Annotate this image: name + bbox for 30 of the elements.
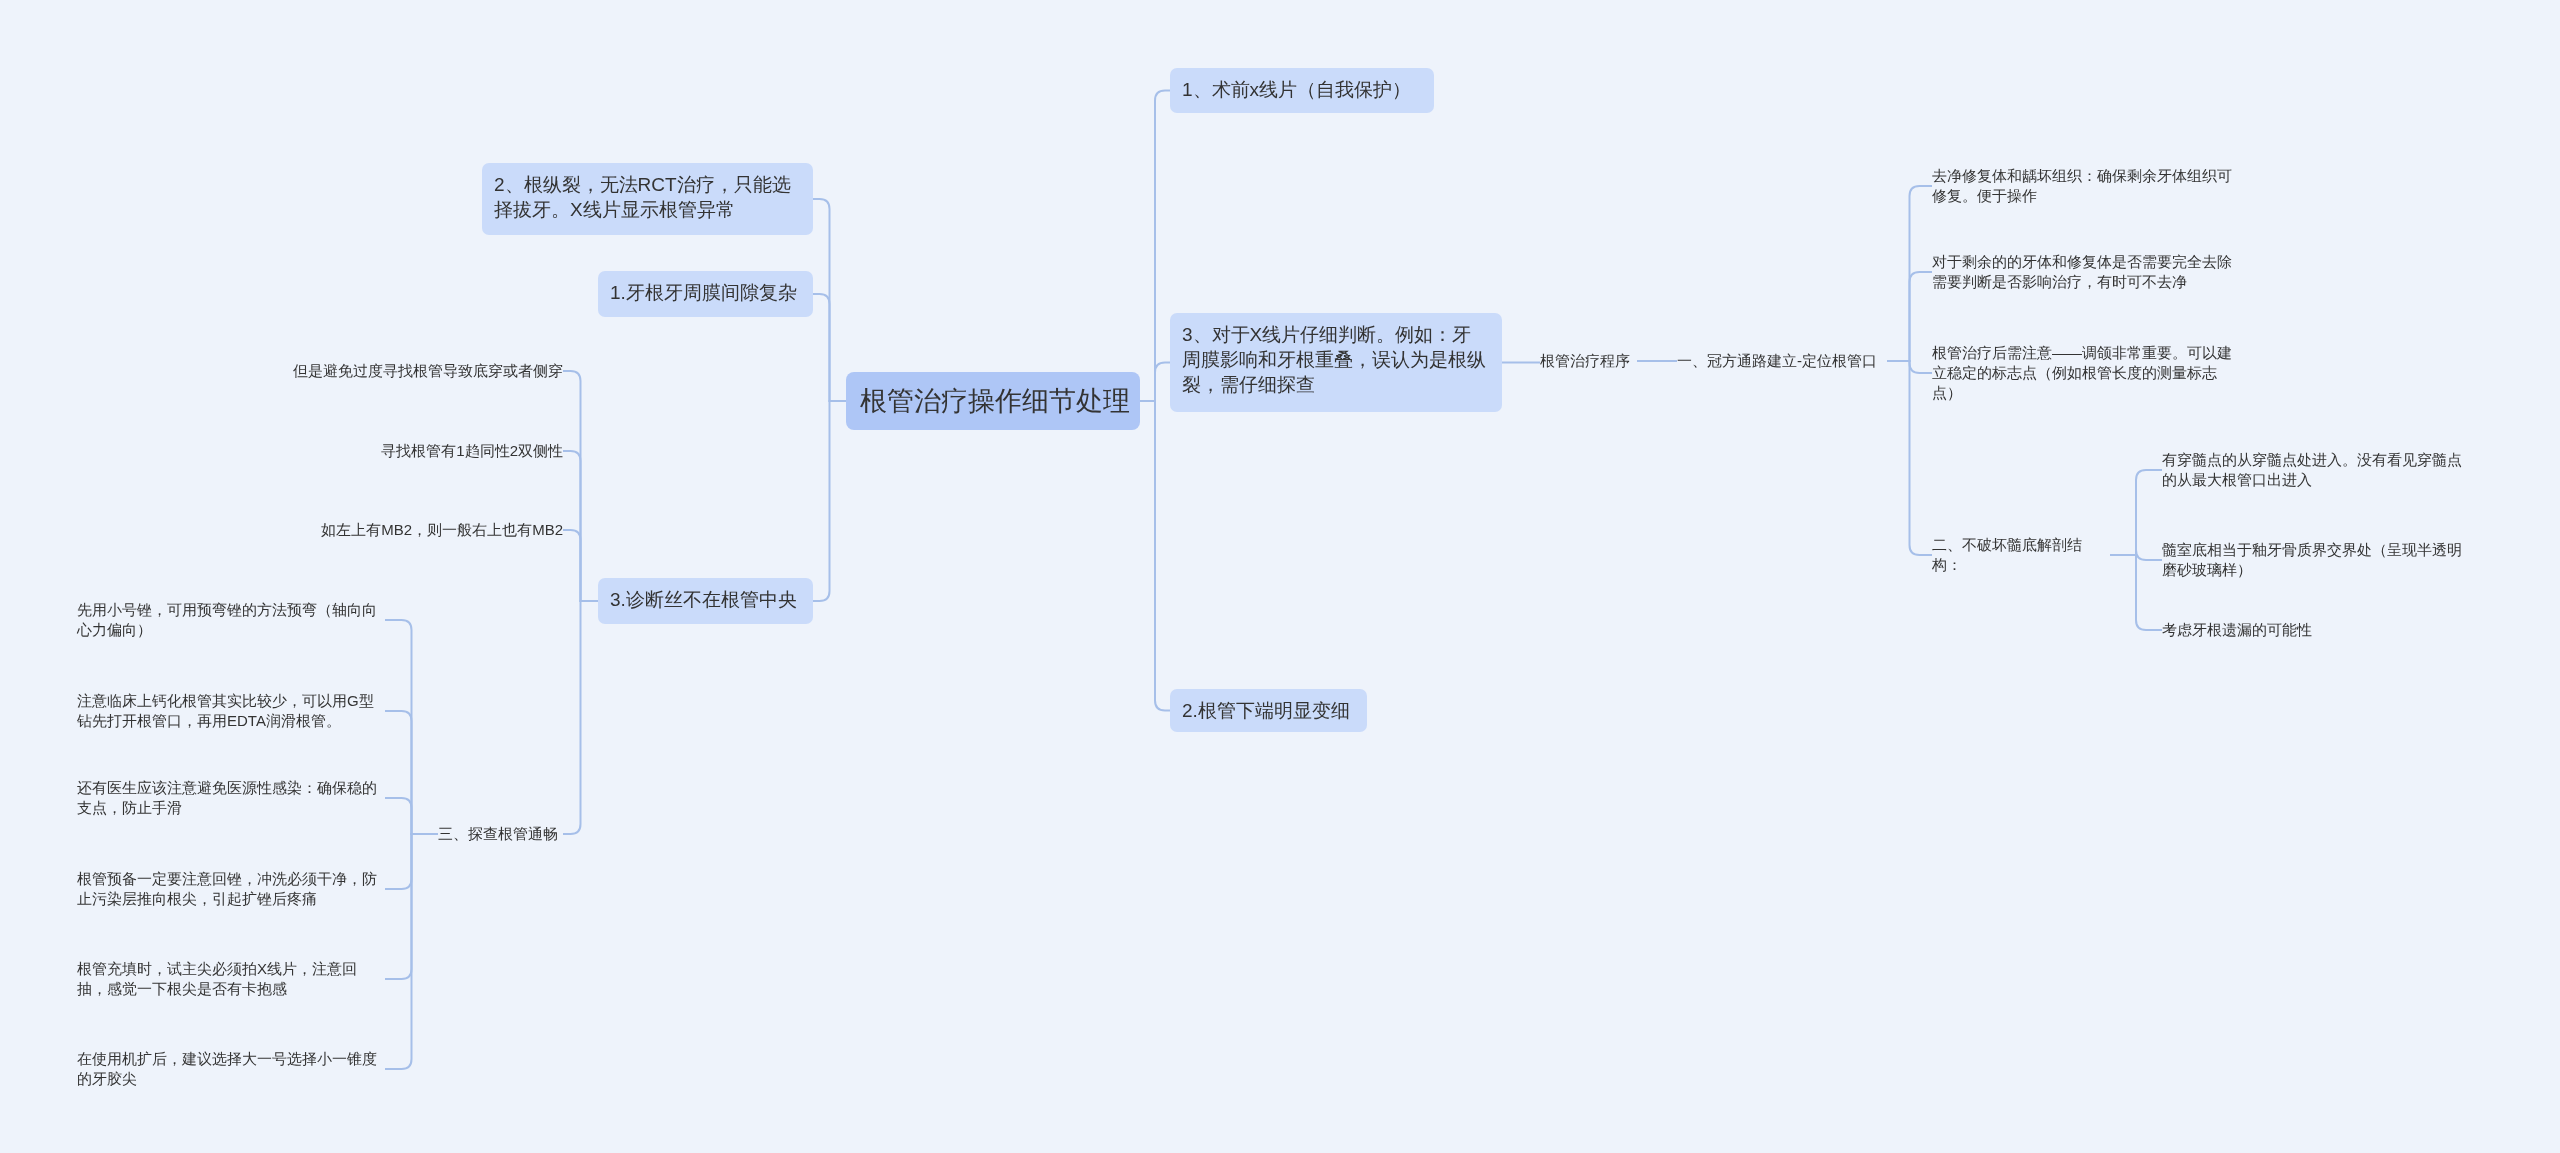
branch-label: 如左上有MB2，则一般右上也有MB2 [283,520,563,540]
topic-box: 2、根纵裂，无法RCT治疗，只能选择拔牙。X线片显示根管异常 [482,163,813,235]
branch-label: 寻找根管有1趋同性2双侧性 [313,441,563,461]
branch-label: 三、探查根管通畅 [438,824,563,844]
branch-label: 根管充填时，试主尖必须拍X线片，注意回抽，感觉一下根尖是否有卡抱感 [77,959,385,999]
branch-label: 一、冠方通路建立-定位根管口 [1677,351,1887,371]
branch-label: 去净修复体和龋坏组织：确保剩余牙体组织可修复。便于操作 [1932,166,2240,206]
connector-line [1139,400,1171,712]
branch-label: 根管治疗程序 [1540,351,1637,371]
branch-label: 还有医生应该注意避免医源性感染：确保稳的支点，防止手滑 [77,778,385,818]
topic-box: 1.牙根牙周膜间隙复杂 [598,271,813,317]
connector-line [1636,360,1678,362]
branch-label: 二、不破坏髓底解剖结构： [1932,535,2110,575]
branch-label: 有穿髓点的从穿髓点处进入。没有看见穿髓点的从最大根管口出进入 [2162,450,2474,490]
branch-label: 根管预备一定要注意回锉，冲洗必须干净，防止污染层推向根尖，引起扩锉后疼痛 [77,869,385,909]
connector-line [812,400,847,602]
branch-label: 注意临床上钙化根管其实比较少，可以用G型钻先打开根管口，再用EDTA润滑根管。 [77,691,385,731]
central-topic-box: 根管治疗操作细节处理 [846,372,1140,430]
branch-label: 髓室底相当于釉牙骨质界交界处（呈现半透明磨砂玻璃样） [2162,540,2474,580]
connector-line [1501,361,1541,364]
branch-label: 对于剩余的的牙体和修复体是否需要完全去除需要判断是否影响治疗，有时可不去净 [1932,252,2240,292]
topic-box: 2.根管下端明显变细 [1170,689,1367,732]
branch-label: 但是避免过度寻找根管导致底穿或者侧穿 [250,361,563,381]
topic-box: 1、术前x线片（自我保护） [1170,68,1434,113]
branch-label: 考虑牙根遗漏的可能性 [2162,620,2362,640]
branch-label: 在使用机扩后，建议选择大一号选择小一锥度的牙胶尖 [77,1049,385,1089]
branch-label: 先用小号锉，可用预弯锉的方法预弯（轴向向心力偏向） [77,600,385,640]
topic-box: 3.诊断丝不在根管中央 [598,578,813,624]
topic-box: 3、对于X线片仔细判断。例如：牙周膜影响和牙根重叠，误认为是根纵裂，需仔细探查 [1170,313,1502,412]
branch-label: 根管治疗后需注意——调颌非常重要。可以建立稳定的标志点（例如根管长度的测量标志点） [1932,343,2240,403]
